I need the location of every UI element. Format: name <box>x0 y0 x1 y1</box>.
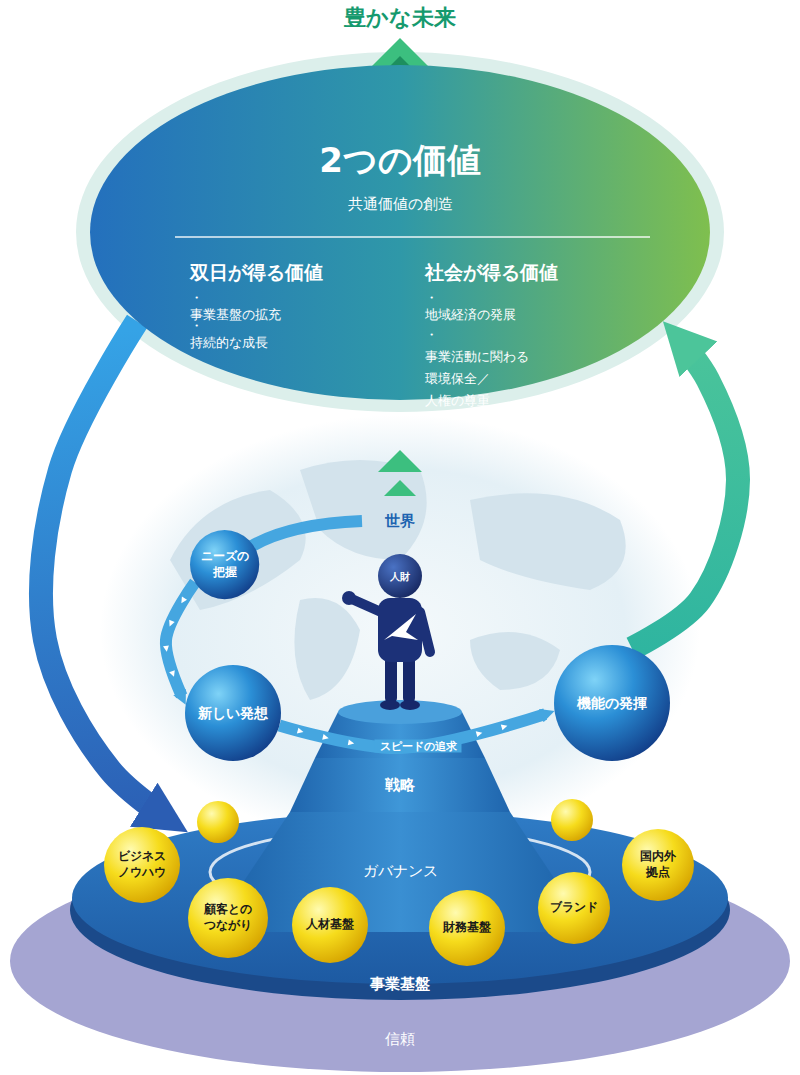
sphere-fill <box>292 887 368 963</box>
chevron <box>169 670 177 678</box>
figure-hand <box>342 591 356 605</box>
node-text: 新しい発想 <box>198 704 268 722</box>
sphere-fill <box>185 665 281 761</box>
divider <box>175 236 650 238</box>
cycle-arrow <box>632 321 738 648</box>
node-text: ブランド <box>550 900 598 916</box>
node-text: 2つの価値 <box>319 138 481 182</box>
node-text: ・地域経済の発展 <box>425 290 516 324</box>
node-text: 社会が得る価値 <box>425 260 558 285</box>
business-base-disc: 事業基盤戦略ガバナンスビジネス ノウハウ顧客との つながり人材基盤財務基盤ブラン… <box>70 810 730 1000</box>
sphere-fill <box>188 878 268 958</box>
figure-label: 人財 <box>390 570 410 583</box>
node-text: 機能の発揮 <box>577 694 647 712</box>
node-text: 共通価値の創造 <box>348 195 453 215</box>
disc-top <box>72 812 728 984</box>
node-text: 財務基盤 <box>443 920 491 936</box>
flow-band <box>166 582 195 704</box>
continent <box>470 632 560 690</box>
band-chevrons <box>163 597 187 678</box>
band-chevrons <box>297 723 508 747</box>
continent <box>470 493 626 590</box>
asset-sphere: 顧客との つながり <box>188 878 268 958</box>
figure-foot <box>400 700 420 710</box>
asset-sphere: 財務基盤 <box>429 890 505 966</box>
plain-sphere <box>197 801 239 843</box>
continent <box>294 598 360 700</box>
world-label: 世界 <box>385 512 415 532</box>
sphere-fill <box>429 890 505 966</box>
sphere-fill <box>190 530 259 599</box>
values-halo <box>76 52 724 412</box>
concept-sphere: 機能の発揮 <box>554 645 670 761</box>
figure-foot <box>380 700 400 710</box>
edge-label: スピードの追求 <box>375 740 462 753</box>
figure-head <box>378 554 422 598</box>
concept-sphere: ニーズの 把握 <box>190 530 259 599</box>
flow-band <box>279 711 554 748</box>
asset-sphere: ビジネス ノウハウ <box>104 827 180 903</box>
sphere-fill <box>622 829 694 901</box>
values-ellipse: 2つの価値共通価値の創造双日が得る価値・事業基盤の拡充・持続的な成長 社会が得る価… <box>90 65 710 400</box>
chevron <box>297 728 304 735</box>
asset-sphere: 国内外 拠点 <box>622 829 694 901</box>
trust-band: 信頼事業基盤戦略ガバナンスビジネス ノウハウ顧客との つながり人材基盤財務基盤ブ… <box>10 850 790 1072</box>
node-text: ビジネス ノウハウ <box>118 849 166 880</box>
node-text: 双日が得る価値 <box>190 260 323 285</box>
node-text: ニーズの 把握 <box>201 549 249 580</box>
asset-sphere: 人材基盤 <box>292 887 368 963</box>
sphere-fill <box>538 872 610 944</box>
node-text: ガバナンス <box>363 862 438 882</box>
cycle-arrow <box>41 321 188 832</box>
node-text: 顧客との つながり <box>204 902 252 933</box>
globe <box>100 415 700 845</box>
figure-body <box>378 598 422 662</box>
node-text: 国内外 拠点 <box>640 849 676 880</box>
strategy-tier: 戦略 <box>290 758 510 812</box>
node-text: 人材基盤 <box>306 917 354 933</box>
chevron <box>179 597 187 605</box>
sphere-fill <box>554 645 670 761</box>
node-text: ・持続的な成長 <box>190 318 268 352</box>
figure-logo <box>384 614 418 640</box>
chevron <box>348 739 355 746</box>
figure-arm <box>354 600 381 612</box>
chevron <box>501 723 508 730</box>
up-arrow <box>378 450 422 472</box>
chevron <box>476 730 483 737</box>
node-text: 戦略 <box>385 776 415 796</box>
chevron <box>322 734 329 741</box>
swirl-band <box>252 521 362 546</box>
asset-sphere: ブランド <box>538 872 610 944</box>
continent <box>300 460 427 560</box>
chevron <box>163 645 170 652</box>
values-ellipse-shape <box>90 65 710 400</box>
concept-sphere: 新しい発想 <box>185 665 281 761</box>
chevron <box>167 620 175 628</box>
node-text: ・事業基盤の拡充 <box>190 290 281 324</box>
up-arrow <box>384 480 416 496</box>
plain-sphere <box>551 799 593 841</box>
values-fill <box>90 65 710 400</box>
title: 豊かな未来 <box>344 4 456 33</box>
sphere-fill <box>104 827 180 903</box>
figure-leg <box>385 655 397 703</box>
figure-leg <box>403 655 415 703</box>
node-text: 信頼 <box>385 1030 415 1050</box>
node-text: ・事業活動に関わる 環境保全／人権の尊重 <box>425 324 529 412</box>
platform <box>338 700 462 724</box>
node-text: 事業基盤 <box>370 975 430 995</box>
tier-fill <box>290 758 510 812</box>
